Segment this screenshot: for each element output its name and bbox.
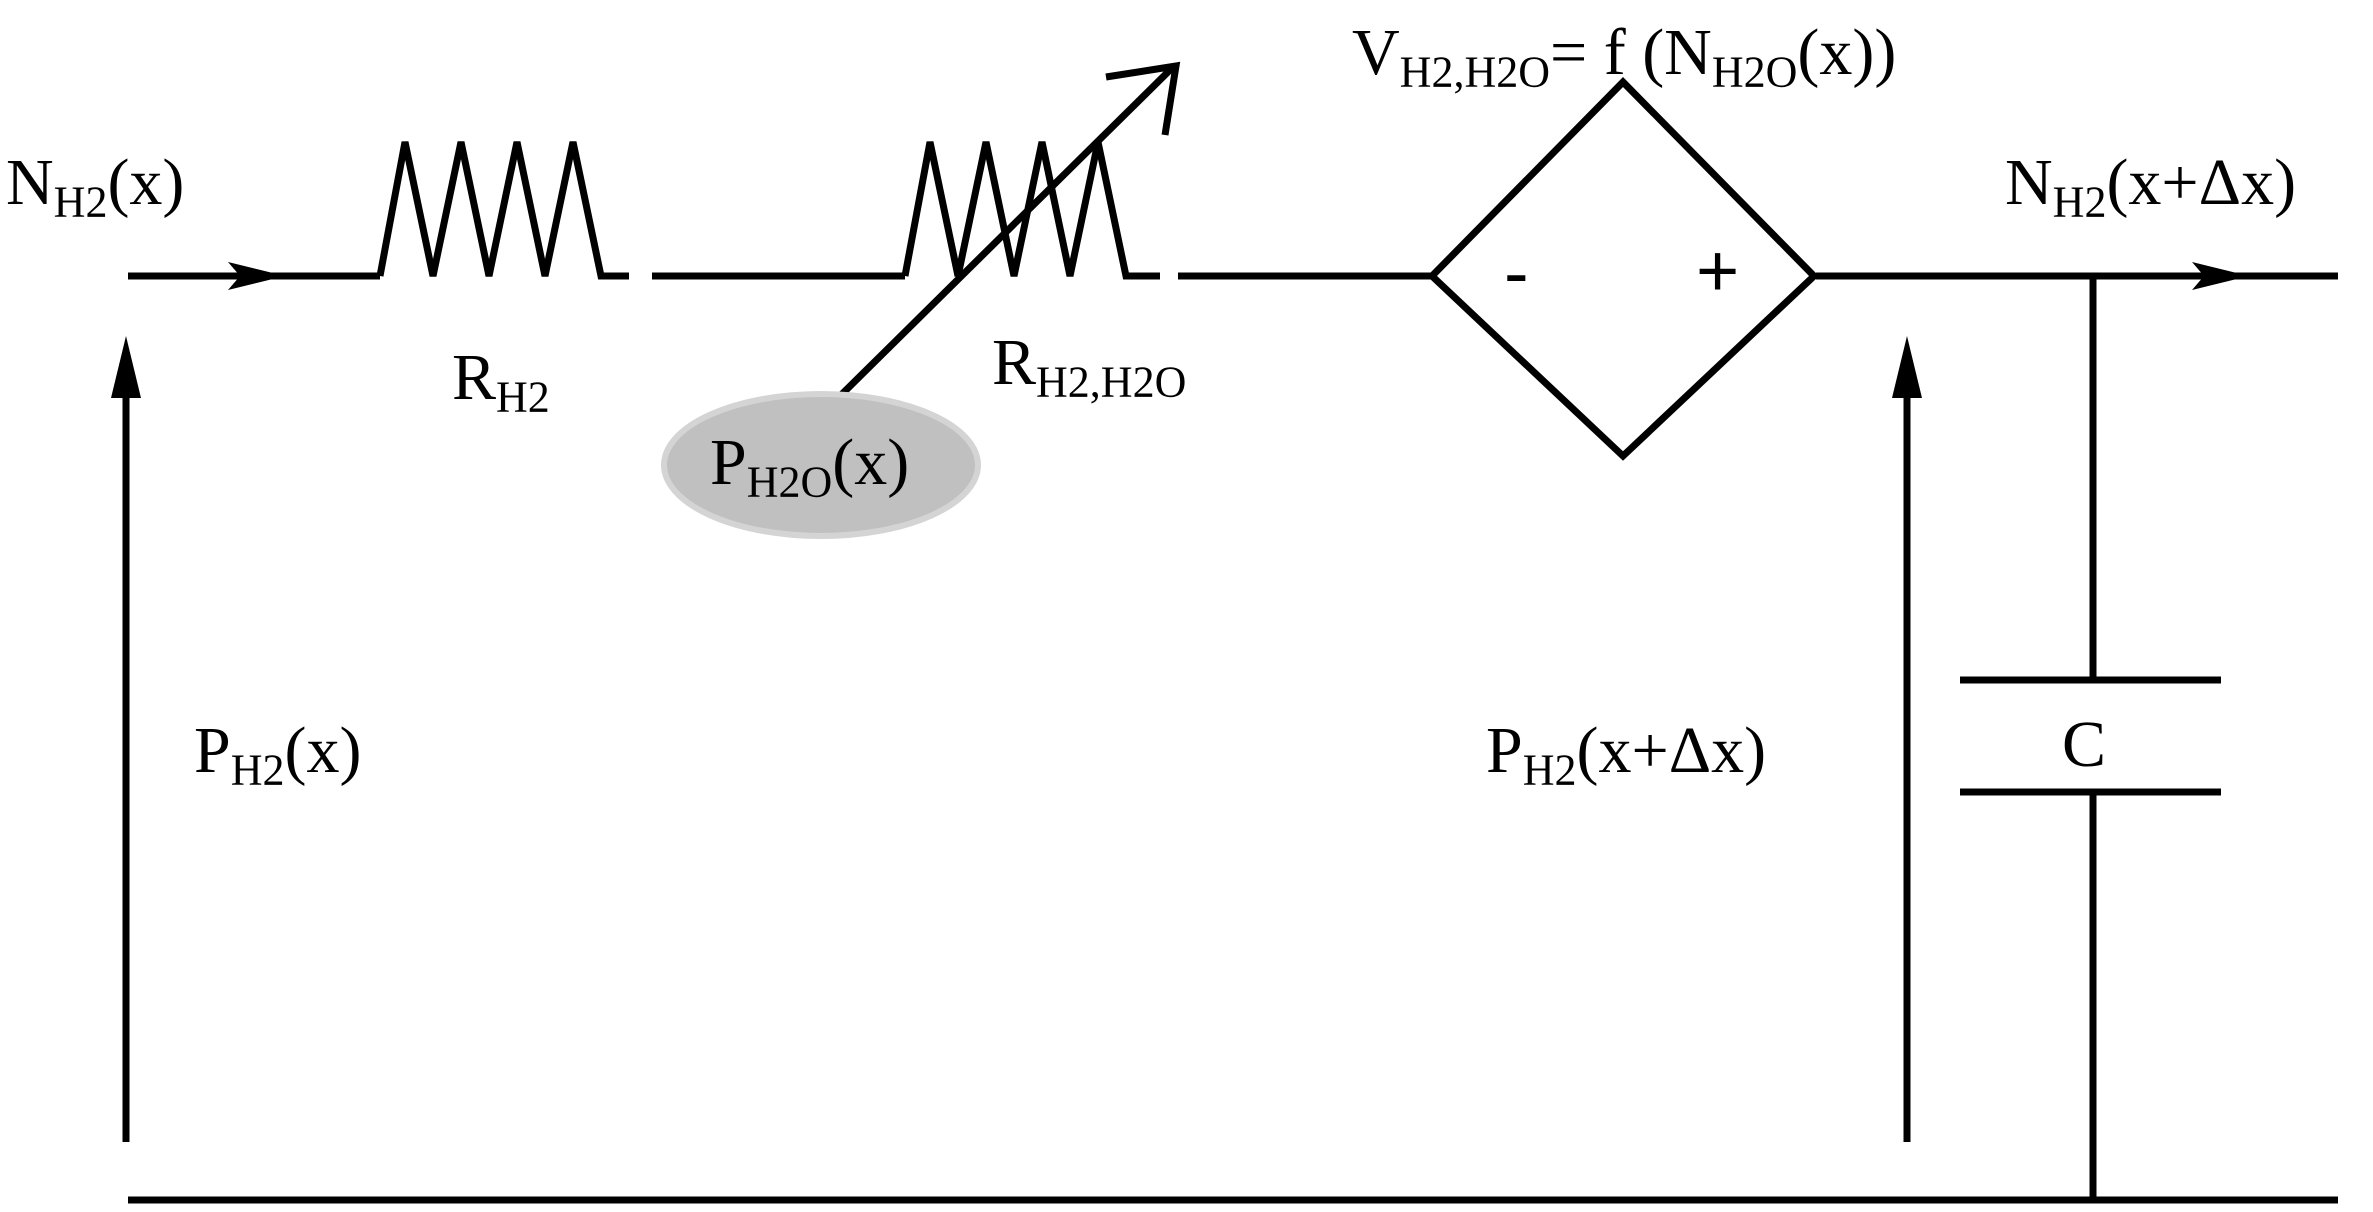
label-p-h2-out: PH2(x+Δx) <box>1486 714 1767 795</box>
label-n-h2-in: NH2(x) <box>6 146 185 227</box>
source-minus-sign: - <box>1504 231 1529 314</box>
flow-arrow-out-icon <box>2192 262 2249 290</box>
source-plus-sign: + <box>1696 229 1740 312</box>
variable-resistor-arrow <box>835 65 1175 401</box>
label-p-h2-in: PH2(x) <box>194 714 362 795</box>
variable-resistor-arrowhead-icon <box>1105 61 1181 136</box>
label-r-h2: RH2 <box>452 341 550 422</box>
dependent-source-diamond <box>1426 77 1820 461</box>
potential-arrow-left-head-icon <box>111 336 141 398</box>
label-v-source: VH2,H2O= f (NH2O(x)) <box>1352 16 1897 97</box>
label-capacitor: C <box>2062 708 2107 781</box>
label-p-h2o: PH2O(x) <box>710 426 910 507</box>
p-h2o-highlight <box>661 391 981 539</box>
resistor-r-h2 <box>376 141 629 280</box>
potential-arrow-right-head-icon <box>1892 336 1922 398</box>
label-n-h2-out: NH2(x+Δx) <box>2005 146 2297 227</box>
label-r-h2-h2o: RH2,H2O <box>992 326 1187 407</box>
flow-arrow-in-icon <box>228 262 285 290</box>
